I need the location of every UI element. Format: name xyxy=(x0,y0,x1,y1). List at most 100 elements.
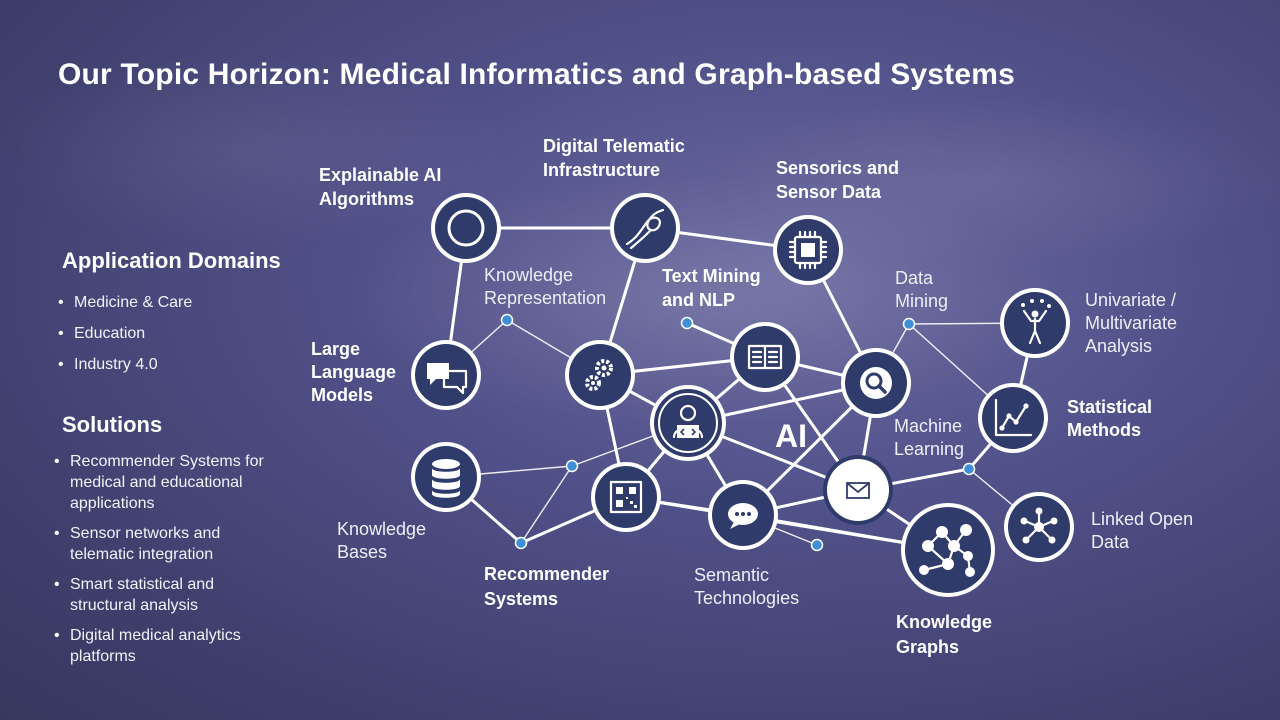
label-line: and NLP xyxy=(662,290,735,310)
chip-icon xyxy=(788,230,828,270)
label-line: Knowledge xyxy=(484,265,573,285)
node-univariate xyxy=(1000,288,1070,358)
junction-dot xyxy=(565,459,579,473)
node-recommender-systems xyxy=(591,462,661,532)
label-line: Knowledge xyxy=(337,519,426,539)
node-linked-open-data xyxy=(1004,492,1074,562)
junction-dots xyxy=(500,313,976,552)
node-ai-center xyxy=(650,385,726,461)
qr-code-icon xyxy=(609,480,643,514)
label-linked-open-data: Linked Open Data xyxy=(1091,509,1193,552)
label-line: Recommender xyxy=(484,564,609,584)
junction-dot xyxy=(810,538,824,552)
label-line: Linked Open xyxy=(1091,509,1193,529)
envelope-icon xyxy=(846,482,870,499)
node-knowledge-bases xyxy=(411,442,481,512)
ai-center-label: AI xyxy=(775,418,807,454)
book-icon xyxy=(747,344,783,370)
line-chart-icon xyxy=(994,398,1033,437)
list-item: Sensor networks and telematic integratio… xyxy=(54,523,264,565)
label-univariate: Univariate / Multivariate Analysis xyxy=(1085,290,1177,356)
solutions-heading: Solutions xyxy=(62,412,163,437)
juggler-icon xyxy=(1021,299,1051,345)
label-line: Machine xyxy=(894,416,962,436)
edge xyxy=(520,465,573,544)
solutions-list: Recommender Systems for medical and educ… xyxy=(54,451,264,676)
label-line: Infrastructure xyxy=(543,160,660,180)
node-large-language-models xyxy=(411,340,481,410)
developer-icon xyxy=(672,404,704,439)
junction-dot xyxy=(680,316,694,330)
label-line: Text Mining xyxy=(662,266,761,286)
node-text-mining xyxy=(730,322,800,392)
label-line: Statistical xyxy=(1067,397,1152,417)
network-icon xyxy=(1020,507,1058,544)
label-line: Language xyxy=(311,362,396,382)
label-line: Sensorics and xyxy=(776,158,899,178)
label-line: Sensor Data xyxy=(776,182,882,202)
list-item: Medicine & Care xyxy=(58,292,278,313)
label-line: Digital Telematic xyxy=(543,136,685,156)
junction-dot xyxy=(500,313,514,327)
list-item: Recommender Systems for medical and educ… xyxy=(54,451,264,514)
label-line: Data xyxy=(1091,532,1130,552)
node-machine-learning xyxy=(841,348,911,418)
label-text-mining: Text Mining and NLP xyxy=(662,266,761,310)
node-knowledge-graphs xyxy=(901,503,995,597)
label-line: Learning xyxy=(894,439,964,459)
label-line: Large xyxy=(311,339,360,359)
label-line: Bases xyxy=(337,542,387,562)
label-line: Explainable AI xyxy=(319,165,441,185)
list-item: Education xyxy=(58,323,278,344)
list-item: Smart statistical and structural analysi… xyxy=(54,574,264,616)
label-statistical-methods: Statistical Methods xyxy=(1067,397,1152,440)
junction-dot xyxy=(902,317,916,331)
node-sensorics xyxy=(773,215,843,285)
label-line: Graphs xyxy=(896,637,959,657)
label-line: Technologies xyxy=(694,588,799,608)
speech-bubble-icon xyxy=(728,503,758,529)
junction-dot xyxy=(514,536,528,550)
label-line: Knowledge xyxy=(896,612,992,632)
label-knowledge-graphs: Knowledge Graphs xyxy=(896,612,992,657)
label-line: Representation xyxy=(484,288,606,308)
label-line: Semantic xyxy=(694,565,769,585)
circle-icon xyxy=(447,209,485,247)
knot-icon xyxy=(625,208,665,250)
application-domains-heading: Application Domains xyxy=(62,248,281,273)
label-line: Methods xyxy=(1067,420,1141,440)
junction-dot xyxy=(962,462,976,476)
application-domains-list: Medicine & Care Education Industry 4.0 xyxy=(58,292,278,385)
label-semantic-technologies: Semantic Technologies xyxy=(694,565,799,608)
label-line: Models xyxy=(311,385,373,405)
label-explainable-ai: Explainable AI Algorithms xyxy=(319,165,441,209)
label-line: Systems xyxy=(484,589,558,609)
node-knowledge-representation xyxy=(565,340,635,410)
search-icon xyxy=(860,367,892,399)
page-title: Our Topic Horizon: Medical Informatics a… xyxy=(58,58,1016,91)
node-explainable-ai xyxy=(431,193,501,263)
label-knowledge-representation: Knowledge Representation xyxy=(484,265,606,308)
gears-icon xyxy=(585,359,613,391)
label-line: Univariate / xyxy=(1085,290,1176,310)
node-semantic-technologies xyxy=(708,480,778,550)
label-machine-learning: Machine Learning xyxy=(894,416,964,459)
list-item: Industry 4.0 xyxy=(58,354,278,375)
label-large-language-models: Large Language Models xyxy=(311,339,396,405)
node-envelope xyxy=(823,455,893,525)
label-data-mining: Data Mining xyxy=(895,268,948,311)
label-digital-telematic: Digital Telematic Infrastructure xyxy=(543,136,685,180)
label-knowledge-bases: Knowledge Bases xyxy=(337,519,426,562)
label-recommender-systems: Recommender Systems xyxy=(484,564,609,609)
node-statistical-methods xyxy=(978,383,1048,453)
label-line: Mining xyxy=(895,291,948,311)
label-sensorics: Sensorics and Sensor Data xyxy=(776,158,899,202)
label-line: Analysis xyxy=(1085,336,1152,356)
label-line: Data xyxy=(895,268,934,288)
people-network-icon xyxy=(919,524,975,577)
list-item: Digital medical analytics platforms xyxy=(54,625,264,667)
edge xyxy=(624,495,950,552)
label-line: Algorithms xyxy=(319,189,414,209)
chat-bubbles-icon xyxy=(427,363,468,395)
